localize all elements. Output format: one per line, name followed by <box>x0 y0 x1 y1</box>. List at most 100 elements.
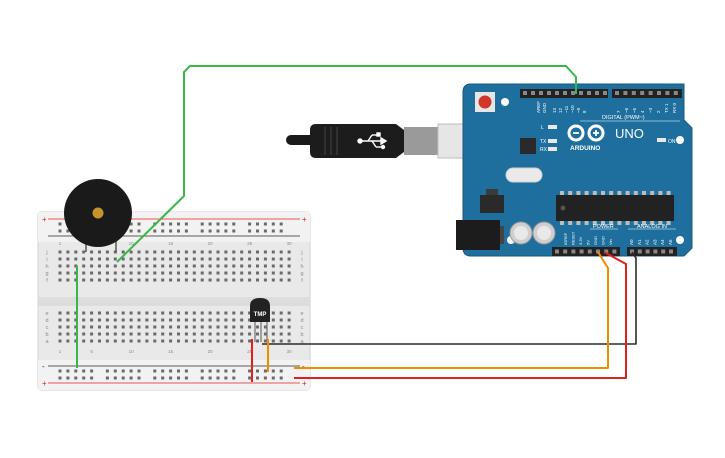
breadboard-hole <box>248 257 252 261</box>
rail-plus-top-right: + <box>302 215 307 224</box>
breadboard-hole <box>216 278 220 282</box>
breadboard-rail-hole <box>248 369 252 373</box>
breadboard-rail-hole <box>216 222 220 226</box>
breadboard-hole <box>177 278 180 282</box>
breadboard-hole <box>145 332 149 336</box>
digital-header-right[interactable] <box>612 89 682 98</box>
breadboard-rail-hole <box>66 229 70 233</box>
digital-pin-hole <box>531 91 535 95</box>
breadboard-hole <box>279 332 283 336</box>
breadboard-hole <box>232 250 236 254</box>
digital-pin-hole <box>539 91 543 95</box>
breadboard-hole <box>208 250 212 254</box>
breadboard-hole <box>224 264 228 268</box>
wire-black-analog[interactable] <box>262 251 637 345</box>
breadboard-hole <box>248 325 252 329</box>
breadboard-row-letter: b <box>45 332 48 338</box>
breadboard-hole <box>129 325 133 329</box>
breadboard-hole <box>66 332 70 336</box>
breadboard-column-number: 15 <box>168 241 174 246</box>
breadboard-hole <box>224 318 228 322</box>
digital-pin-label: TX 1 <box>664 103 669 113</box>
wire-green-signal[interactable] <box>116 65 577 263</box>
breadboard-hole <box>153 278 157 282</box>
wire-orange-5v[interactable] <box>294 251 609 369</box>
breadboard-hole <box>240 278 244 282</box>
power-jack[interactable] <box>456 220 500 250</box>
breadboard-hole <box>224 250 228 254</box>
breadboard-hole <box>200 318 204 322</box>
breadboard-row-letter: c <box>46 325 49 331</box>
breadboard-rail-hole <box>177 222 180 226</box>
temperature-sensor[interactable]: TMP <box>250 298 270 342</box>
power-pin-hole <box>571 249 576 254</box>
breadboard-hole <box>145 278 149 282</box>
breadboard-hole <box>105 318 109 322</box>
breadboard-row-letter: d <box>45 318 48 324</box>
breadboard-hole <box>279 264 283 268</box>
brand-label: ARDUINO <box>570 145 600 152</box>
breadboard-rail-hole <box>153 369 157 373</box>
breadboard-column-number: 1 <box>59 241 62 246</box>
breadboard-hole <box>153 311 157 315</box>
breadboard-rail-hole <box>177 376 180 380</box>
breadboard-hole <box>58 325 62 329</box>
breadboard-hole <box>224 271 228 275</box>
chip-pin <box>617 221 622 225</box>
breadboard-hole <box>200 339 204 343</box>
breadboard-hole <box>232 264 236 268</box>
breadboard-hole <box>121 257 125 261</box>
analog-in-label: ANALOG IN <box>637 224 667 230</box>
breadboard-hole <box>224 325 228 329</box>
breadboard-hole <box>232 332 236 336</box>
led-tx <box>548 139 557 143</box>
breadboard-hole <box>216 311 220 315</box>
breadboard-hole <box>224 278 228 282</box>
breadboard-hole <box>98 325 101 329</box>
breadboard-rail-hole <box>177 229 180 233</box>
breadboard-hole <box>279 325 283 329</box>
wire-red-gnd[interactable] <box>294 251 627 379</box>
capacitor-top <box>537 226 551 240</box>
breadboard-row-letter: b <box>300 332 303 338</box>
breadboard-hole <box>240 332 244 336</box>
power-pin-hole <box>563 249 568 254</box>
chip-pin <box>568 191 573 195</box>
analog-header[interactable] <box>627 247 677 256</box>
breadboard-hole <box>184 325 188 329</box>
breadboard-hole <box>192 339 196 343</box>
breadboard-column-number: 25 <box>247 349 253 354</box>
breadboard-hole <box>113 311 117 315</box>
breadboard-hole <box>287 332 291 336</box>
voltage-regulator <box>480 195 504 213</box>
breadboard-rail-hole <box>271 222 275 226</box>
breadboard-hole <box>137 339 141 343</box>
piezo-buzzer[interactable] <box>64 179 132 252</box>
crystal-oscillator <box>505 167 543 183</box>
rail-plus-top-left: + <box>42 215 47 224</box>
breadboard-hole <box>74 332 78 336</box>
led-tx-label: TX <box>540 139 547 145</box>
chip-pin <box>576 221 581 225</box>
breadboard-hole <box>129 250 133 254</box>
breadboard-hole <box>248 339 252 343</box>
breadboard-hole <box>66 339 70 343</box>
breadboard-rail-hole <box>90 376 94 380</box>
breadboard-hole <box>263 257 267 261</box>
breadboard-hole <box>248 332 252 336</box>
breadboard-hole <box>66 264 70 268</box>
chip-pin <box>568 221 573 225</box>
reset-button[interactable] <box>478 95 492 109</box>
breadboard-hole <box>82 278 86 282</box>
power-pin-hole <box>587 249 592 254</box>
breadboard-hole <box>98 250 101 254</box>
power-label: POWER <box>593 224 614 230</box>
bottom-power-rail <box>38 360 310 390</box>
breadboard-rail-hole <box>82 376 86 380</box>
breadboard-hole <box>271 311 275 315</box>
power-header[interactable] <box>552 247 620 256</box>
breadboard-hole <box>113 332 117 336</box>
